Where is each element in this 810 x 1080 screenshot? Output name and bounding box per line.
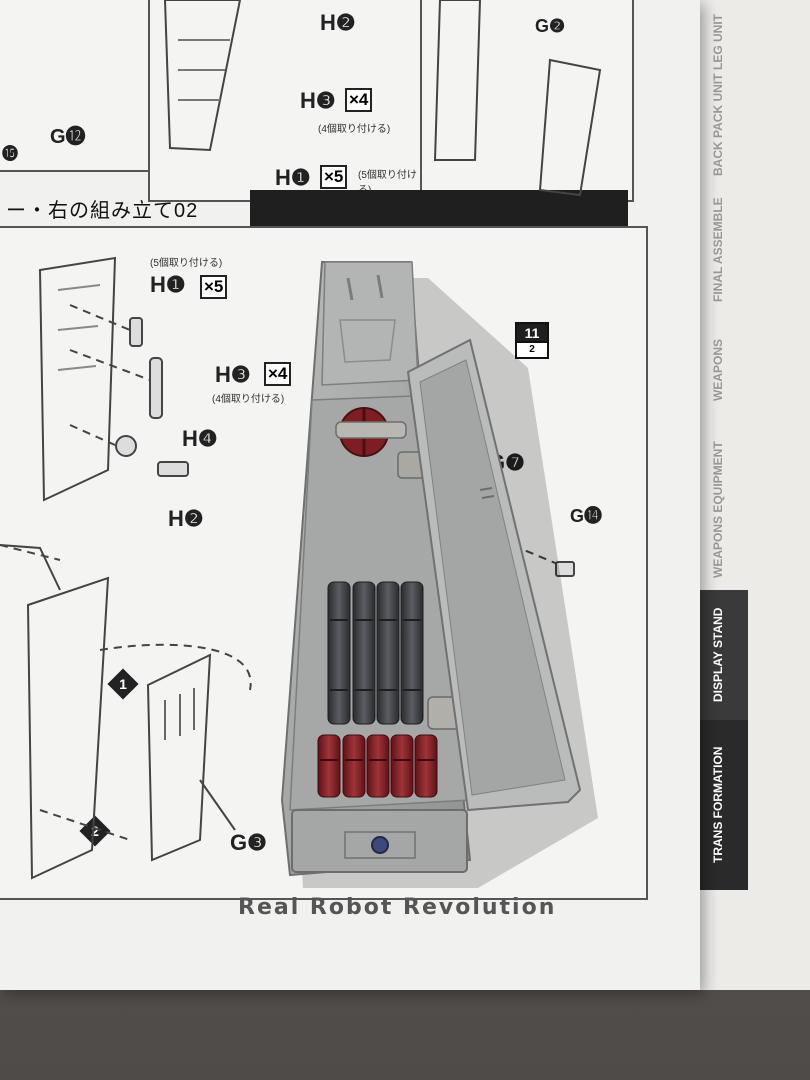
count-badge-h3-top: ×4	[345, 88, 373, 112]
part-label-h4-main: H❹	[182, 426, 218, 451]
count-badge-h1-top: ×5	[320, 165, 348, 189]
manual-footer-brand: Real Robot Revolution	[238, 895, 557, 920]
part-label-g12: G⓬	[50, 126, 86, 148]
part-label-g3: G❸	[230, 830, 267, 855]
red-cylinder-group	[317, 734, 438, 798]
step-number: 11	[515, 322, 549, 344]
part-top-tab	[321, 261, 419, 386]
part-label-g14: G⓮	[570, 506, 603, 526]
bottom-peg-hole	[371, 836, 389, 854]
note-h3-top: (4個取り付ける)	[318, 124, 391, 135]
metal-clip-bar	[335, 421, 407, 439]
top-right-panel	[420, 0, 634, 202]
dark-cylinder	[400, 581, 424, 725]
section-title: ー・右の組み立て02	[6, 200, 199, 222]
top-right-part-drawing	[433, 0, 482, 161]
count-badge-h3-main: ×4	[264, 362, 292, 386]
count-badge-h1-main: ×5	[200, 275, 228, 299]
part-label-g2: G❷	[535, 16, 566, 36]
red-cylinder	[366, 734, 390, 798]
note-h3-main: (4個取り付ける)	[212, 394, 285, 405]
dark-cylinder-group	[327, 581, 424, 725]
red-cylinder	[317, 734, 341, 798]
part-label-15: ⓯	[2, 146, 19, 163]
dark-cylinder	[352, 581, 376, 725]
small-part-h1	[115, 317, 575, 577]
part-label-h2-top: H❷	[320, 10, 356, 35]
part-label-h2-main: H❷	[168, 506, 204, 531]
top-panel-part-drawing	[163, 0, 242, 152]
lower-cover-drawing	[146, 653, 212, 862]
note-h1-main: (5個取り付ける)	[150, 258, 223, 269]
dark-cylinder	[376, 581, 400, 725]
part-label-h1-top: H❶	[275, 165, 311, 190]
part-label-h3-top: H❸	[300, 88, 336, 113]
top-left-panel	[0, 0, 152, 172]
step-sub-number: 2	[515, 341, 549, 359]
part-label-h1-main: H❶	[150, 272, 186, 297]
main-left-frame-drawing	[38, 256, 117, 502]
part-label-h3-main: H❸	[215, 362, 251, 387]
red-cylinder	[342, 734, 366, 798]
lower-left-frame-drawing	[26, 576, 110, 880]
top-right-cover-drawing	[538, 58, 602, 197]
red-cylinder	[390, 734, 414, 798]
dark-cylinder	[327, 581, 351, 725]
red-cylinder	[414, 734, 438, 798]
